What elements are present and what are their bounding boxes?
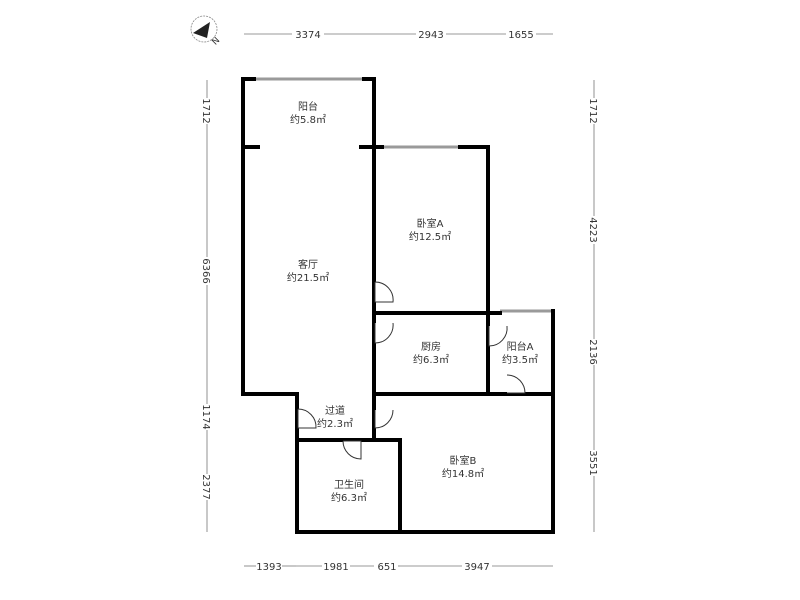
dim-top-2: 2943 xyxy=(418,30,443,41)
dim-bottom-4: 3947 xyxy=(464,562,489,573)
room-bathroom: 卫生间约6.3㎡ xyxy=(331,480,367,504)
dim-left-4: 2377 xyxy=(200,474,211,499)
dim-bottom-1: 1393 xyxy=(256,562,281,573)
door xyxy=(297,281,526,460)
dim-right-2: 4223 xyxy=(587,217,598,242)
dim-right-1: 1712 xyxy=(587,98,598,123)
dim-top-1: 3374 xyxy=(295,30,320,41)
room-living: 客厅约21.5㎡ xyxy=(286,260,330,284)
svg-text:N: N xyxy=(210,36,222,48)
window xyxy=(254,77,551,313)
room-hallway: 过道约2.3㎡ xyxy=(317,406,353,430)
dim-right-4: 3551 xyxy=(587,450,598,475)
dim-left-1: 1712 xyxy=(200,98,211,123)
dim-right-3: 2136 xyxy=(587,339,598,364)
dim-bottom-3: 651 xyxy=(377,562,396,573)
room-kitchen: 厨房约6.3㎡ xyxy=(413,342,449,366)
dim-left-3: 1174 xyxy=(200,404,211,429)
dim-left-2: 6366 xyxy=(200,258,211,283)
room-balcony: 阳台约5.8㎡ xyxy=(290,102,326,126)
dim-top-3: 1655 xyxy=(508,30,533,41)
dim-bottom-2: 1981 xyxy=(323,562,348,573)
walls xyxy=(241,77,555,534)
compass-north-icon: N xyxy=(190,15,222,48)
